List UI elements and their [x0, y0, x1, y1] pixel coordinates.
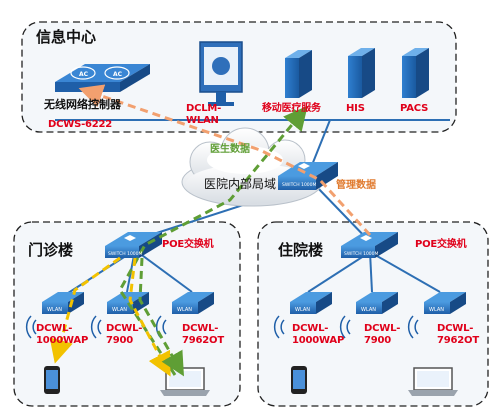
info-center-title: 信息中心: [36, 28, 97, 46]
core-uplink: [309, 119, 331, 171]
right-phone-icon: [291, 366, 307, 394]
right-poe-switch-icon: [341, 232, 398, 258]
right-ap2-label-1: DCWL-: [364, 323, 401, 334]
dclm-label-line2: WLAN: [186, 115, 219, 126]
left-ap2-label-2: 7900: [106, 335, 134, 346]
left-ap1-badge: WLAN: [47, 307, 62, 313]
right-laptop-icon: [408, 367, 458, 396]
outpatient-title: 门诊楼: [28, 241, 74, 259]
left-ap3-badge: WLAN: [177, 307, 192, 313]
his-server-icon: [348, 48, 375, 98]
right-link-ap2: [369, 251, 373, 293]
right-ap3-icon: [424, 292, 466, 314]
management-data-flow: [78, 84, 372, 237]
mobile-service-label: 移动医疗服务: [262, 103, 321, 114]
right-poe-switch-label: POE交换机: [415, 239, 467, 250]
left-switch-badge: SWITCH 1000M: [108, 251, 143, 257]
doctor-data-label: 医生数据: [210, 144, 250, 155]
right-ap2-icon: [356, 292, 398, 314]
left-phone-icon: [44, 366, 60, 394]
yellow-flow-phone: [49, 256, 121, 364]
right-ap1-label-2: 1000WAP: [292, 335, 345, 346]
core-switch-badge: SWITCH 1000M: [282, 182, 317, 188]
left-link-ap3: [134, 249, 193, 293]
inpatient-title: 住院楼: [278, 241, 324, 259]
wifi-signal-icons: [25, 315, 419, 339]
controller-model: DCWS-6222: [48, 119, 113, 130]
lan-label: 医院内部局域: [204, 177, 277, 191]
dclm-monitor-icon: [199, 41, 243, 106]
controller-label: 无线网络控制器: [44, 98, 121, 111]
mobile-server-icon: [285, 50, 312, 98]
ac-badge-right: AC: [113, 71, 123, 78]
green-flow-laptop: [138, 257, 184, 377]
left-ap3-icon: [172, 292, 214, 314]
right-link-ap3: [369, 251, 441, 293]
management-data-label: 管理数据: [336, 180, 376, 191]
right-ap3-badge: WLAN: [429, 307, 444, 313]
right-switch-badge: SWITCH 1000M: [344, 251, 379, 257]
his-label: HIS: [346, 103, 365, 114]
doctor-data-flow-2: [289, 106, 301, 117]
left-ap1-label-1: DCWL-: [36, 323, 73, 334]
core-to-right-link: [314, 184, 371, 243]
right-ap3-label-1: DCWL-: [437, 323, 474, 334]
left-ap2-label-1: DCWL-: [106, 323, 143, 334]
right-ap1-badge: WLAN: [295, 307, 310, 313]
pacs-label: PACS: [400, 103, 429, 114]
right-ap3-label-2: 7962OT: [437, 335, 479, 346]
left-laptop-icon: [160, 367, 210, 396]
dclm-label-line1: DCLM-: [186, 103, 222, 114]
right-ap1-icon: [290, 292, 332, 314]
left-ap3-label-1: DCWL-: [182, 323, 219, 334]
right-ap2-badge: WLAN: [361, 307, 376, 313]
ac-badge-left: AC: [79, 71, 89, 78]
yellow-flow-laptop: [128, 257, 171, 377]
right-ap2-label-2: 7900: [364, 335, 392, 346]
right-ap1-label-1: DCWL-: [292, 323, 329, 334]
left-ap1-label-2: 1000WAP: [36, 335, 89, 346]
left-ap3-label-2: 7962OT: [182, 335, 224, 346]
left-poe-switch-label: POE交换机: [162, 239, 214, 250]
left-poe-switch-icon: [105, 232, 162, 258]
left-ap2-badge: WLAN: [112, 307, 127, 313]
pacs-server-icon: [402, 48, 429, 98]
doctor-data-flow: [118, 105, 308, 376]
right-link-ap1: [307, 251, 371, 293]
